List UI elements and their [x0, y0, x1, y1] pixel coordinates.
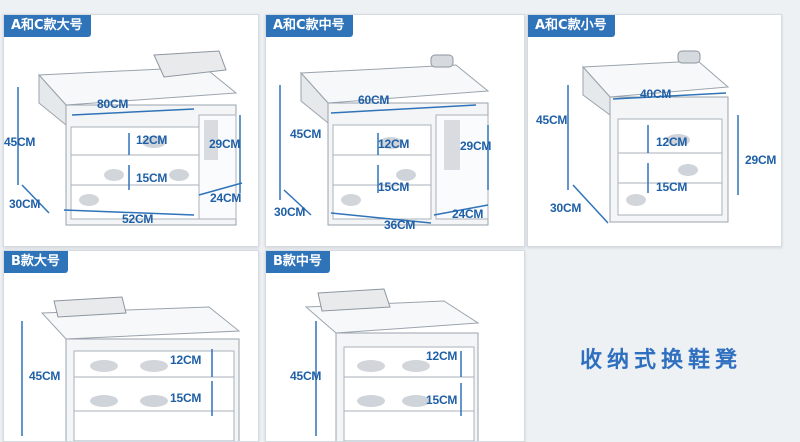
height-label: 45CM: [29, 369, 61, 383]
shelf-height-label: 12CM: [378, 137, 410, 151]
shelf-height-label: 12CM: [656, 135, 688, 149]
panel-b-medium: B款中号 45CM 12CM 15CM: [265, 250, 525, 442]
inner-width-label: 36CM: [384, 218, 416, 232]
shelf-height-lower-label: 15CM: [378, 180, 410, 194]
shelf-height-lower-label: 15CM: [136, 171, 168, 185]
height-label: 45CM: [4, 135, 36, 149]
panel-label: A和C款大号: [4, 15, 91, 37]
shelf-height-label: 12CM: [136, 133, 168, 147]
side-height-label: 29CM: [209, 137, 241, 151]
inner-width-label: 52CM: [122, 212, 154, 226]
width-label: 80CM: [97, 97, 129, 111]
side-width-label: 24CM: [452, 207, 484, 221]
shelf-height-lower-label: 15CM: [170, 391, 202, 405]
panel-a-large: A和C款大号 80CM 45CM 12CM 15CM 2: [3, 14, 259, 247]
width-label: 60CM: [358, 93, 390, 107]
bench-illustration: [304, 288, 480, 441]
bench-illustration: [567, 50, 739, 224]
side-height-label: 29CM: [460, 139, 492, 153]
bench-illustration: [17, 50, 243, 226]
panel-label: A和C款中号: [266, 15, 353, 37]
panel-label: B款中号: [266, 251, 330, 273]
bench-illustration: [279, 54, 490, 226]
width-label: 40CM: [640, 87, 672, 101]
height-label: 45CM: [536, 113, 568, 127]
shelf-height-label: 12CM: [170, 353, 202, 367]
panel-b-large: B款大号 45CM 12CM 15CM: [3, 250, 259, 442]
height-label: 45CM: [290, 127, 322, 141]
panel-label: B款大号: [4, 251, 68, 273]
caption-title: 收纳式换鞋凳: [580, 347, 743, 373]
panel-a-small: A和C款小号 40CM 45CM 12CM 15CM 29CM 30CM: [527, 14, 782, 247]
depth-label: 30CM: [274, 205, 306, 219]
panel-a-medium: A和C款中号 60CM 45CM 12CM 15CM 29CM 30CM 36C…: [265, 14, 525, 247]
shelf-height-lower-label: 15CM: [426, 393, 458, 407]
depth-label: 30CM: [9, 197, 41, 211]
bench-illustration: [21, 296, 241, 441]
shelf-height-lower-label: 15CM: [656, 180, 688, 194]
shelf-height-label: 12CM: [426, 349, 458, 363]
side-width-label: 24CM: [210, 191, 242, 205]
height-label: 45CM: [290, 369, 322, 383]
side-height-label: 29CM: [745, 153, 777, 167]
panel-label: A和C款小号: [528, 15, 615, 37]
depth-label: 30CM: [550, 201, 582, 215]
